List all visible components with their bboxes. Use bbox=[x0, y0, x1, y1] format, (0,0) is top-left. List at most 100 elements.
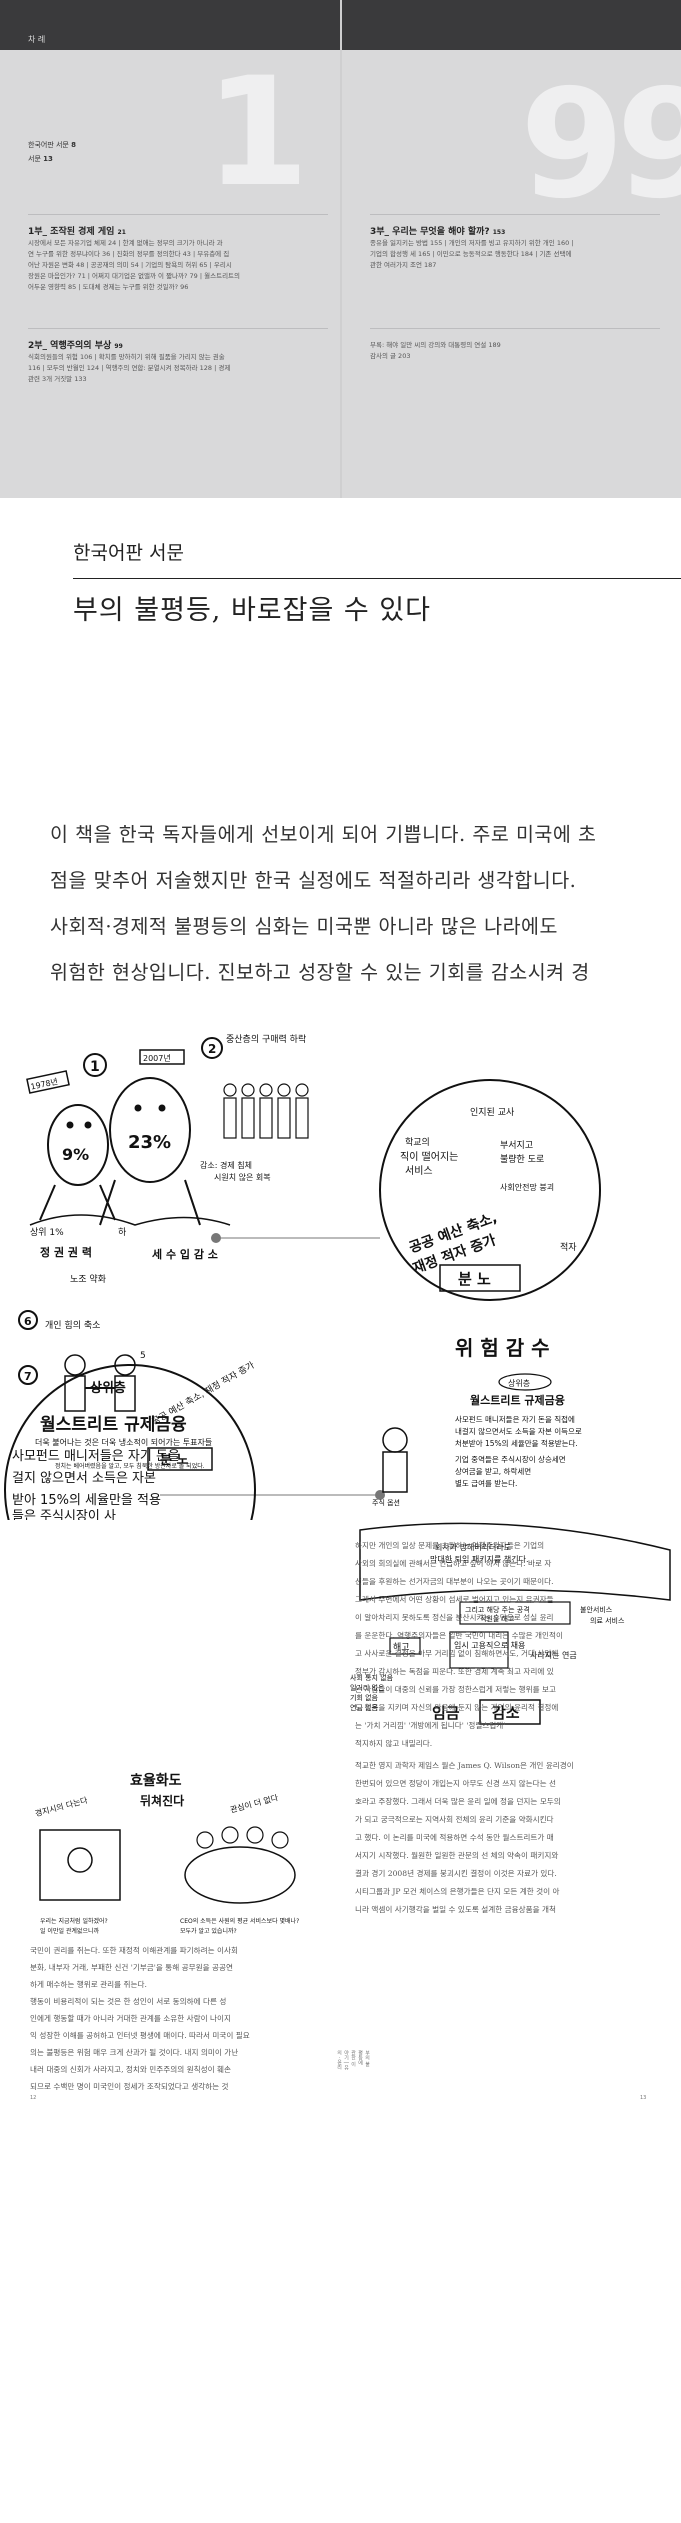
toc-part3-body: 종유을 잃지키는 방법 155 | 개인의 저자를 빙고 유지하기 위한 개인 … bbox=[370, 239, 574, 269]
step-number-1 bbox=[83, 1053, 107, 1077]
svg-text:관심이 더 없다: 관심이 더 없다 bbox=[229, 1792, 280, 1815]
svg-text:일 이만일 관계없으니까: 일 이만일 관계없으니까 bbox=[40, 1927, 99, 1935]
top-1-label: 상위 1% bbox=[30, 1227, 64, 1238]
svg-text:걸지 않으면서 소득은 자본: 걸지 않으면서 소득은 자본 bbox=[12, 1471, 156, 1486]
risk-headline: 위 험 감 수 bbox=[455, 1336, 550, 1360]
svg-text:주식 옵션: 주식 옵션 bbox=[372, 1498, 400, 1507]
svg-text:CEO의 소득은 사원의 평균 서비스보다 몇배나?: CEO의 소득은 사원의 평균 서비스보다 몇배나? bbox=[180, 1917, 299, 1925]
svg-text:연금 없음: 연금 없음 bbox=[350, 1704, 379, 1712]
svg-text:들은 주식시장이 사: 들은 주식시장이 사 bbox=[12, 1509, 116, 1520]
toc-part2-body: 식회의원들의 위험 106 | 확치를 망하히기 위해 필품을 가리지 않는 권… bbox=[28, 353, 231, 383]
svg-text:사라지는 연금: 사라지는 연금 bbox=[530, 1651, 577, 1660]
svg-text:노조 약화: 노조 약화 bbox=[70, 1273, 106, 1285]
toc-front-item: 한국어판 서문 8 bbox=[28, 141, 76, 149]
svg-text:직원들 해고: 직원들 해고 bbox=[480, 1614, 515, 1623]
svg-text:사회 통지 없음: 사회 통지 없음 bbox=[350, 1673, 394, 1682]
svg-text:사회안전망 붕괴: 사회안전망 붕괴 bbox=[500, 1182, 554, 1192]
svg-text:학교의: 학교의 bbox=[405, 1137, 430, 1148]
gutter: 부의 불평등에 관한 이야기 | 유의 · 윤리 bbox=[336, 2050, 370, 2070]
svg-text:상여금을 받고, 하락세면: 상여금을 받고, 하락세면 bbox=[455, 1466, 531, 1476]
svg-text:상위층: 상위층 bbox=[508, 1378, 530, 1388]
svg-text:정치는 베어버렸음을 알고, 모두 침묵한 방관자로 돌 되: 정치는 베어버렸음을 알고, 모두 침묵한 방관자로 돌 되었다. bbox=[55, 1462, 205, 1470]
svg-text:적자: 적자 bbox=[560, 1241, 577, 1253]
crowd bbox=[223, 1083, 309, 1139]
toc-part2-title: 2부_ 역행주의의 부상 99 bbox=[28, 341, 123, 351]
svg-text:감소: 감소 bbox=[492, 1704, 520, 1722]
preface-label: 한국어판 서문 bbox=[73, 542, 184, 564]
svg-text:경지시의 다는다: 경지시의 다는다 bbox=[34, 1795, 89, 1819]
toc-part1-body: 시장에서 모든 자유기업 체제 24 | 한계 없애는 정부의 크기가 아니라 … bbox=[28, 239, 241, 291]
svg-text:부서지고: 부서지고 bbox=[500, 1140, 533, 1151]
percent-2007: 23% bbox=[128, 1132, 171, 1153]
svg-text:월스트리트 규제금융: 월스트리트 규제금융 bbox=[470, 1393, 565, 1407]
toc-part3-title: 3부_ 우리는 무엇을 해야 할까? 153 bbox=[370, 227, 506, 237]
page-spine bbox=[340, 0, 342, 498]
lower-label: 하 bbox=[118, 1227, 127, 1238]
svg-text:분 노: 분 노 bbox=[160, 1453, 188, 1468]
figure-head-small bbox=[47, 1104, 109, 1186]
preface-line: 위험한 현상입니다. 진보하고 성장할 수 있는 기회를 감소시켜 경 bbox=[50, 961, 590, 984]
toc-big-number-99: 99 bbox=[520, 58, 681, 232]
svg-text:모두가 알고 있습니까?: 모두가 알고 있습니까? bbox=[180, 1927, 237, 1935]
svg-text:분 노: 분 노 bbox=[458, 1270, 491, 1288]
svg-text:사모펀드 매니저들은 자기 돈을 직접에: 사모펀드 매니저들은 자기 돈을 직접에 bbox=[455, 1414, 575, 1424]
svg-text:임시 고용직으로 채용: 임시 고용직으로 채용 bbox=[454, 1640, 525, 1650]
svg-text:5: 5 bbox=[140, 1351, 146, 1361]
toc-spread: 차 례 1 99 한국어판 서문 8 서문 13 1부_ 조작된 경제 게임 2… bbox=[0, 0, 681, 498]
svg-text:기업 중역들은 주식시장이 상승세면: 기업 중역들은 주식시장이 상승세면 bbox=[455, 1454, 566, 1464]
svg-text:6: 6 bbox=[24, 1315, 32, 1328]
svg-text:불량한 도로: 불량한 도로 bbox=[500, 1153, 544, 1165]
svg-text:더욱 불어나는 것은 더욱 냉소적이 되어가는 투표자들: 더욱 불어나는 것은 더욱 냉소적이 되어가는 투표자들 bbox=[35, 1437, 212, 1447]
toc-front-item: 서문 13 bbox=[28, 155, 53, 163]
svg-text:그리고 해당 주는 공격: 그리고 해당 주는 공격 bbox=[465, 1605, 530, 1614]
zoom-circle-wallstreet: 상위층 월스트리트 규제금융 사모펀드 매니저들은 자기 돈을 걸지 않으면서 … bbox=[4, 1364, 385, 1520]
preface-line: 이 책을 한국 독자들에게 선보이게 되어 기쁩니다. 주로 미국에 초 bbox=[50, 823, 597, 846]
svg-text:개인 힘의 축소: 개인 힘의 축소 bbox=[45, 1320, 100, 1331]
svg-text:정 권 권 력: 정 권 권 력 bbox=[40, 1245, 92, 1259]
svg-text:뒤쳐진다: 뒤쳐진다 bbox=[140, 1793, 184, 1808]
inequality-illustration: 1 1978년 2007년 9% 23% 상위 1% 하 2 중산층의 구매력 … bbox=[4, 1033, 601, 1520]
toc-divider bbox=[28, 328, 328, 329]
step-number-1-label: 1 bbox=[90, 1059, 100, 1075]
tax-revenue-label: 세 수 입 감 소 bbox=[152, 1247, 218, 1261]
svg-text:별도 급여를 받는다.: 별도 급여를 받는다. bbox=[455, 1478, 517, 1488]
svg-text:인지된 교사: 인지된 교사 bbox=[470, 1106, 515, 1118]
page-number-right: 13 bbox=[640, 2095, 647, 2101]
left-cartoon: 1 1978년 2007년 9% 23% 상위 1% 하 2 중산층의 구매력 … bbox=[18, 1033, 309, 1471]
svg-text:해고: 해고 bbox=[393, 1642, 410, 1653]
page-number-left: 12 bbox=[30, 2095, 37, 2101]
preface-line: 점을 맞추어 저술했지만 한국 실정에도 적절하리라 생각합니다. bbox=[50, 869, 577, 892]
svg-text:임금: 임금 bbox=[432, 1704, 460, 1722]
svg-text:의료 서비스: 의료 서비스 bbox=[590, 1616, 625, 1625]
svg-text:우리는 지금처럼 일하겠어?: 우리는 지금처럼 일하겠어? bbox=[40, 1917, 108, 1925]
preface-line: 사회적·경제적 불평등의 심화는 미국뿐 아니라 많은 나라에도 bbox=[50, 915, 558, 938]
bottom-cartoon: 효율화도 뒤쳐진다 경지시의 다는다 관심이 더 없다 우리는 지금처럼 일하겠… bbox=[34, 1772, 299, 1935]
right-cartoon-lower: 회사가 망해버리더라도 막대한 퇴임 패키지를 챙긴다. 그리고 해당 주는 공… bbox=[350, 1522, 671, 1725]
figure-head-large bbox=[109, 1077, 191, 1183]
svg-text:상위층: 상위층 bbox=[90, 1380, 126, 1396]
zoom-circle-budget: 인지된 교사 학교의 직이 떨어지는 서비스 부서지고 불량한 도로 사회안전망… bbox=[211, 1079, 601, 1301]
year-2007: 2007년 bbox=[143, 1053, 171, 1063]
percent-1978: 9% bbox=[62, 1145, 89, 1164]
toc-big-number-1: 1 bbox=[205, 46, 310, 220]
svg-text:기회 없음: 기회 없음 bbox=[350, 1693, 379, 1702]
svg-text:사모펀드 매니저들은 자기 돈을: 사모펀드 매니저들은 자기 돈을 bbox=[12, 1449, 180, 1464]
svg-text:일거리 없음: 일거리 없음 bbox=[350, 1683, 385, 1692]
toc-divider bbox=[370, 328, 660, 329]
toc-divider bbox=[28, 214, 328, 215]
svg-text:월스트리트 규제금융: 월스트리트 규제금융 bbox=[40, 1415, 187, 1435]
toc-header-bar-left: 차 례 bbox=[0, 0, 340, 50]
toc-part1-title: 1부_ 조작된 경제 게임 21 bbox=[28, 227, 126, 237]
svg-text:처분받아 15%의 세율만을 적용받는다.: 처분받아 15%의 세율만을 적용받는다. bbox=[455, 1438, 578, 1448]
svg-text:효율화도: 효율화도 bbox=[130, 1772, 182, 1789]
svg-text:내걸지 않으면서도 소득을 자본 이득으로: 내걸지 않으면서도 소득을 자본 이득으로 bbox=[455, 1426, 582, 1436]
svg-text:감소: 경제 침체: 감소: 경제 침체 bbox=[200, 1160, 252, 1170]
svg-text:불안서비스: 불안서비스 bbox=[580, 1605, 613, 1614]
svg-text:받아 15%의 세율만을 적용: 받아 15%의 세율만을 적용 bbox=[12, 1493, 161, 1508]
preface-rule bbox=[73, 578, 681, 579]
toc-divider bbox=[370, 214, 660, 215]
svg-text:막대한 퇴임 패키지를 챙긴다.: 막대한 퇴임 패키지를 챙긴다. bbox=[430, 1554, 529, 1564]
svg-text:시원치 않은 회복: 시원치 않은 회복 bbox=[214, 1173, 271, 1182]
svg-text:회사가 망해버리더라도: 회사가 망해버리더라도 bbox=[435, 1542, 511, 1552]
